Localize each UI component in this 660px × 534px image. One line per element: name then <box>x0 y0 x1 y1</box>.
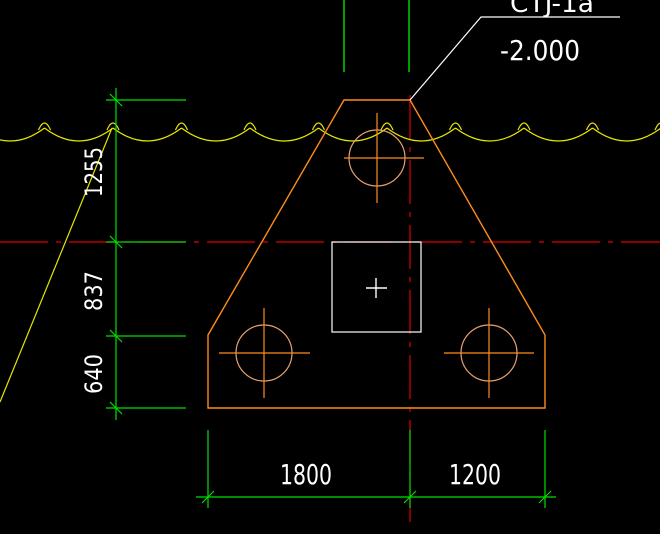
pile-cap-name: CTJ-1a <box>510 0 594 19</box>
tick-mark <box>109 401 123 415</box>
piles <box>219 113 534 398</box>
pile-top <box>344 113 424 203</box>
leader-line <box>409 16 620 101</box>
column-lines <box>343 0 410 72</box>
wave-line <box>0 122 660 142</box>
dimension-text-vertical-3: 640 <box>80 354 108 394</box>
tick-mark <box>538 490 552 504</box>
vertical-dimension-chain <box>106 88 186 420</box>
horizontal-dimension-chain <box>196 430 556 508</box>
dimension-text-vertical-2: 837 <box>80 271 108 311</box>
tick-mark <box>109 235 123 249</box>
column-square <box>331 241 422 333</box>
pile-bottom-right <box>444 308 534 398</box>
tick-mark <box>403 490 417 504</box>
pile-cap-elevation: -2.000 <box>500 34 580 67</box>
yellow-diagonal-line <box>0 127 113 403</box>
tick-mark <box>201 490 215 504</box>
dimension-text-horizontal-2: 1200 <box>449 458 501 491</box>
pile-cap-label[interactable]: CTJ-1a -2.000 <box>409 0 620 101</box>
tick-mark <box>109 329 123 343</box>
tick-mark <box>109 93 123 107</box>
dimension-text-vertical-1: 1255 <box>80 147 108 197</box>
dimension-text-horizontal-1: 1800 <box>280 458 332 491</box>
column-section <box>331 241 422 333</box>
pile-bottom-left <box>219 308 310 398</box>
